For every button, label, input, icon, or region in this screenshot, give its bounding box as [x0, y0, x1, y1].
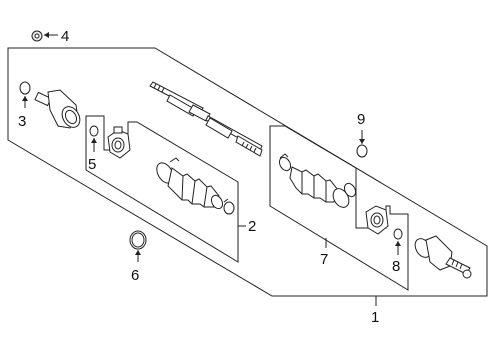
part-8-circlip	[393, 228, 403, 240]
outer-tripod	[365, 205, 389, 235]
arrow-6	[135, 250, 141, 255]
callout-2: 2	[248, 218, 256, 235]
callout-5: 5	[88, 156, 96, 173]
arrow-9	[359, 139, 365, 144]
callout-4: 4	[61, 28, 69, 45]
part-3-snap-ring	[19, 81, 31, 95]
part-9-clip	[356, 144, 368, 158]
inner-joint-housing	[34, 89, 81, 129]
part-6-large-snap-ring	[129, 230, 147, 250]
outer-boot	[278, 153, 357, 208]
part-4-washer	[31, 30, 43, 42]
arrow-8	[395, 241, 401, 246]
group-7-box	[269, 125, 409, 291]
inner-boot	[156, 157, 224, 210]
arrow-5	[91, 138, 97, 143]
part-5-circlip	[89, 125, 99, 137]
arrow-4	[44, 32, 49, 38]
drive-shaft	[149, 81, 263, 157]
callout-3: 3	[18, 113, 26, 130]
group-2-box	[85, 115, 239, 263]
arrow-3	[22, 96, 28, 101]
callout-7: 7	[320, 251, 328, 268]
assembly-outline	[7, 47, 488, 297]
inner-boot-clamp	[223, 198, 235, 215]
callout-8: 8	[392, 258, 400, 275]
callout-9: 9	[357, 111, 365, 128]
outer-joint-housing	[414, 235, 472, 279]
callout-1: 1	[371, 309, 379, 326]
callout-6: 6	[131, 267, 139, 284]
inner-tripod	[107, 126, 131, 159]
